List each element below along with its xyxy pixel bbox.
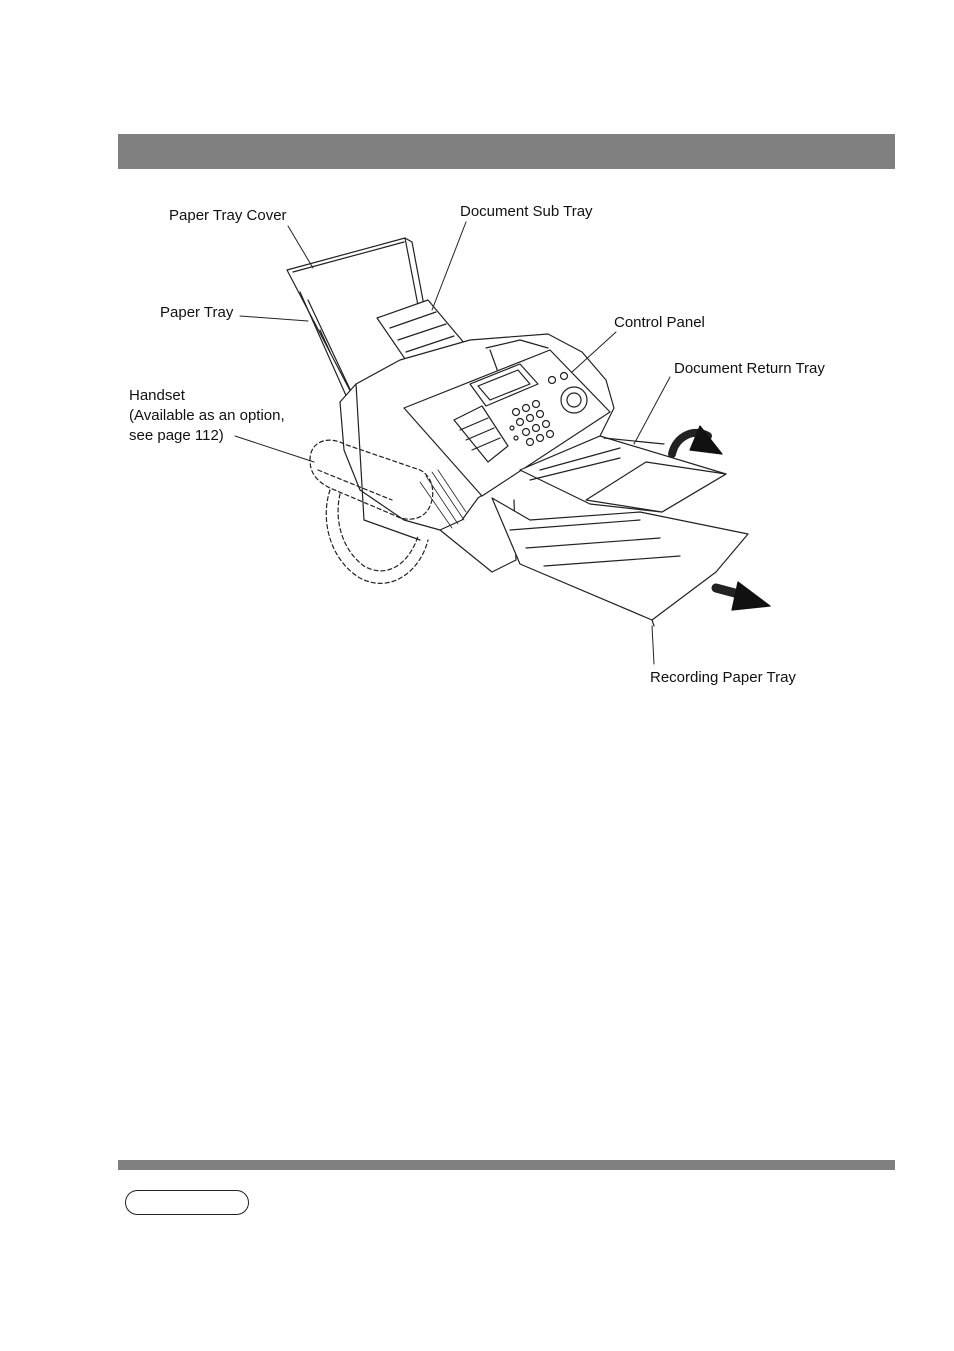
fax-machine-illustration	[234, 221, 771, 665]
label-handset-note-2: see page 112)	[129, 427, 224, 444]
leader-lines	[234, 221, 671, 665]
label-handset: Handset (Available as an option, see pag…	[129, 386, 285, 446]
header-bar	[118, 134, 895, 169]
label-control-panel: Control Panel	[614, 314, 705, 331]
fax-machine-diagram: Paper Tray Cover Document Sub Tray Paper…	[129, 203, 825, 686]
speaker-grille-shape	[419, 469, 467, 529]
paper-tray-shape	[299, 291, 357, 403]
curved-arrow-icon	[668, 425, 723, 458]
label-recording-paper-tray: Recording Paper Tray	[650, 669, 796, 686]
control-panel-shape	[403, 349, 611, 497]
label-handset-title: Handset	[129, 387, 185, 404]
recording-paper-tray-shape	[491, 497, 749, 627]
footer-pill	[125, 1190, 249, 1215]
handset-shape	[309, 439, 434, 584]
label-paper-tray: Paper Tray	[160, 304, 234, 321]
document-return-tray-shape	[519, 435, 727, 513]
footer-bar	[118, 1160, 895, 1170]
label-document-return-tray: Document Return Tray	[674, 360, 825, 377]
pull-arrow-icon	[711, 581, 771, 611]
label-document-sub-tray: Document Sub Tray	[460, 203, 593, 220]
label-handset-note-1: (Available as an option,	[129, 407, 285, 424]
label-paper-tray-cover: Paper Tray Cover	[169, 207, 287, 224]
